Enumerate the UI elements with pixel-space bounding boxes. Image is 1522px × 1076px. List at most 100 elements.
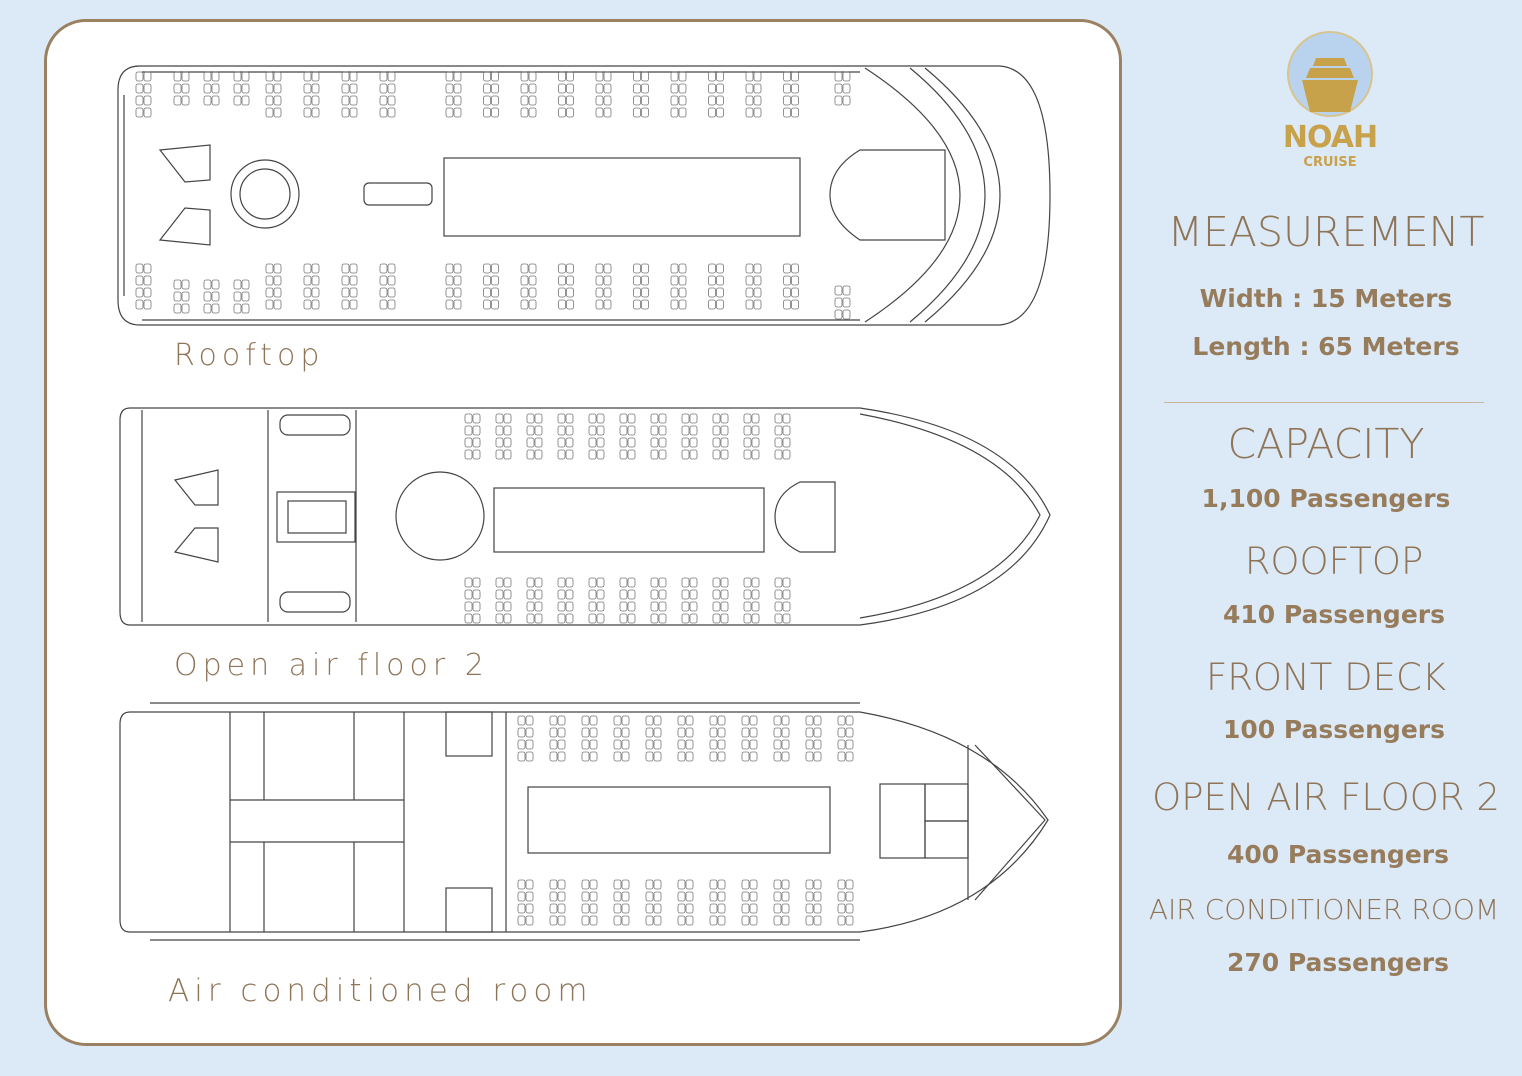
seat-block [741, 715, 758, 762]
seat-block [517, 879, 534, 926]
seat-block [709, 879, 726, 926]
seat-block [613, 715, 630, 762]
rooftop-value: 410 Passengers [1223, 600, 1445, 629]
seat-block [203, 71, 220, 106]
air-conditioned-room-plan [119, 702, 1049, 941]
seat-block [173, 279, 190, 314]
seat-block [645, 879, 662, 926]
seat-block [303, 263, 320, 310]
seat-block [745, 71, 762, 118]
seat-block [743, 413, 760, 460]
front-deck-title: FRONT DECK [1205, 656, 1447, 699]
length-value: Length : 65 Meters [1192, 332, 1460, 361]
logo-sub: CRUISE [1303, 155, 1357, 170]
seat-block [741, 879, 758, 926]
seat-block [834, 71, 851, 106]
seat-block [670, 71, 687, 118]
seat-block [558, 71, 574, 118]
seat-block [783, 71, 799, 118]
deck-label-air-conditioned-room: Air conditioned room [168, 973, 593, 1009]
seat-block [588, 413, 605, 460]
seat-block [173, 71, 190, 106]
seat-block [464, 413, 481, 460]
seat-block [774, 577, 791, 624]
seat-block [557, 577, 574, 624]
specs-sidebar: NOAH CRUISE MEASUREMENT Width : 15 Meter… [1130, 0, 1522, 1076]
seat-block [588, 577, 605, 624]
seat-block [495, 577, 512, 624]
seat-block [743, 577, 760, 624]
capacity-title: CAPACITY [1227, 420, 1425, 468]
open-air-floor-2-plan [119, 407, 1051, 626]
seat-block [495, 413, 512, 460]
seat-block [520, 263, 537, 310]
seat-block [526, 413, 543, 460]
seat-block [677, 879, 694, 926]
seat-block [773, 879, 790, 926]
seat-block [633, 263, 649, 310]
open-air-title: OPEN AIR FLOOR 2 [1152, 776, 1500, 819]
floor-plan-panel [44, 19, 1122, 1046]
seat-block [670, 263, 687, 310]
seat-block [341, 263, 358, 310]
seat-block [709, 715, 726, 762]
divider [1164, 402, 1484, 403]
seat-block [645, 715, 662, 762]
globe-ship-icon [1287, 31, 1373, 117]
seat-block [805, 715, 822, 762]
logo-name: NOAH [1282, 120, 1378, 155]
seat-block [595, 263, 612, 310]
seat-block [774, 413, 791, 460]
open-air-value: 400 Passengers [1227, 840, 1449, 869]
seat-block [837, 715, 854, 762]
seat-block [581, 715, 598, 762]
seat-block [595, 71, 612, 118]
seat-block [557, 413, 574, 460]
seat-block [517, 715, 534, 762]
seat-block [464, 577, 481, 624]
seat-block [303, 71, 320, 118]
seat-block [445, 71, 462, 118]
rooftop-title: ROOFTOP [1244, 540, 1424, 583]
deck-plans [117, 65, 1051, 941]
seat-block [708, 263, 724, 310]
seat-block [135, 263, 152, 310]
seat-block [650, 413, 667, 460]
seat-block [677, 715, 694, 762]
seat-block [265, 71, 282, 118]
seat-block [233, 279, 250, 314]
width-value: Width : 15 Meters [1199, 284, 1453, 313]
seat-block [837, 879, 854, 926]
seat-block [834, 285, 851, 320]
capacity-value: 1,100 Passengers [1201, 484, 1451, 513]
seat-block [681, 577, 698, 624]
seat-block [526, 577, 543, 624]
seat-block [745, 263, 762, 310]
air-conditioner-room-title: AIR CONDITIONER ROOM [1148, 893, 1500, 926]
seat-block [203, 279, 220, 314]
seat-block [483, 71, 499, 118]
seat-block [708, 71, 724, 118]
seat-block [619, 413, 636, 460]
seat-block [613, 879, 630, 926]
seat-block [783, 263, 799, 310]
seat-block [233, 71, 250, 106]
seat-block [558, 263, 574, 310]
seat-block [633, 71, 649, 118]
seat-block [581, 879, 598, 926]
seat-block [341, 71, 358, 118]
seat-block [445, 263, 462, 310]
seat-block [712, 413, 729, 460]
seat-block [379, 263, 396, 310]
seat-block [379, 71, 396, 118]
measurement-title: MEASUREMENT [1167, 208, 1485, 256]
noah-cruise-logo: NOAH CRUISE [1280, 28, 1380, 170]
seat-block [650, 577, 667, 624]
seat-block [549, 879, 566, 926]
seat-block [805, 879, 822, 926]
seat-block [483, 263, 499, 310]
seat-block [712, 577, 729, 624]
front-deck-value: 100 Passengers [1223, 715, 1445, 744]
deck-label-rooftop: Rooftop [174, 338, 325, 373]
seat-block [549, 715, 566, 762]
